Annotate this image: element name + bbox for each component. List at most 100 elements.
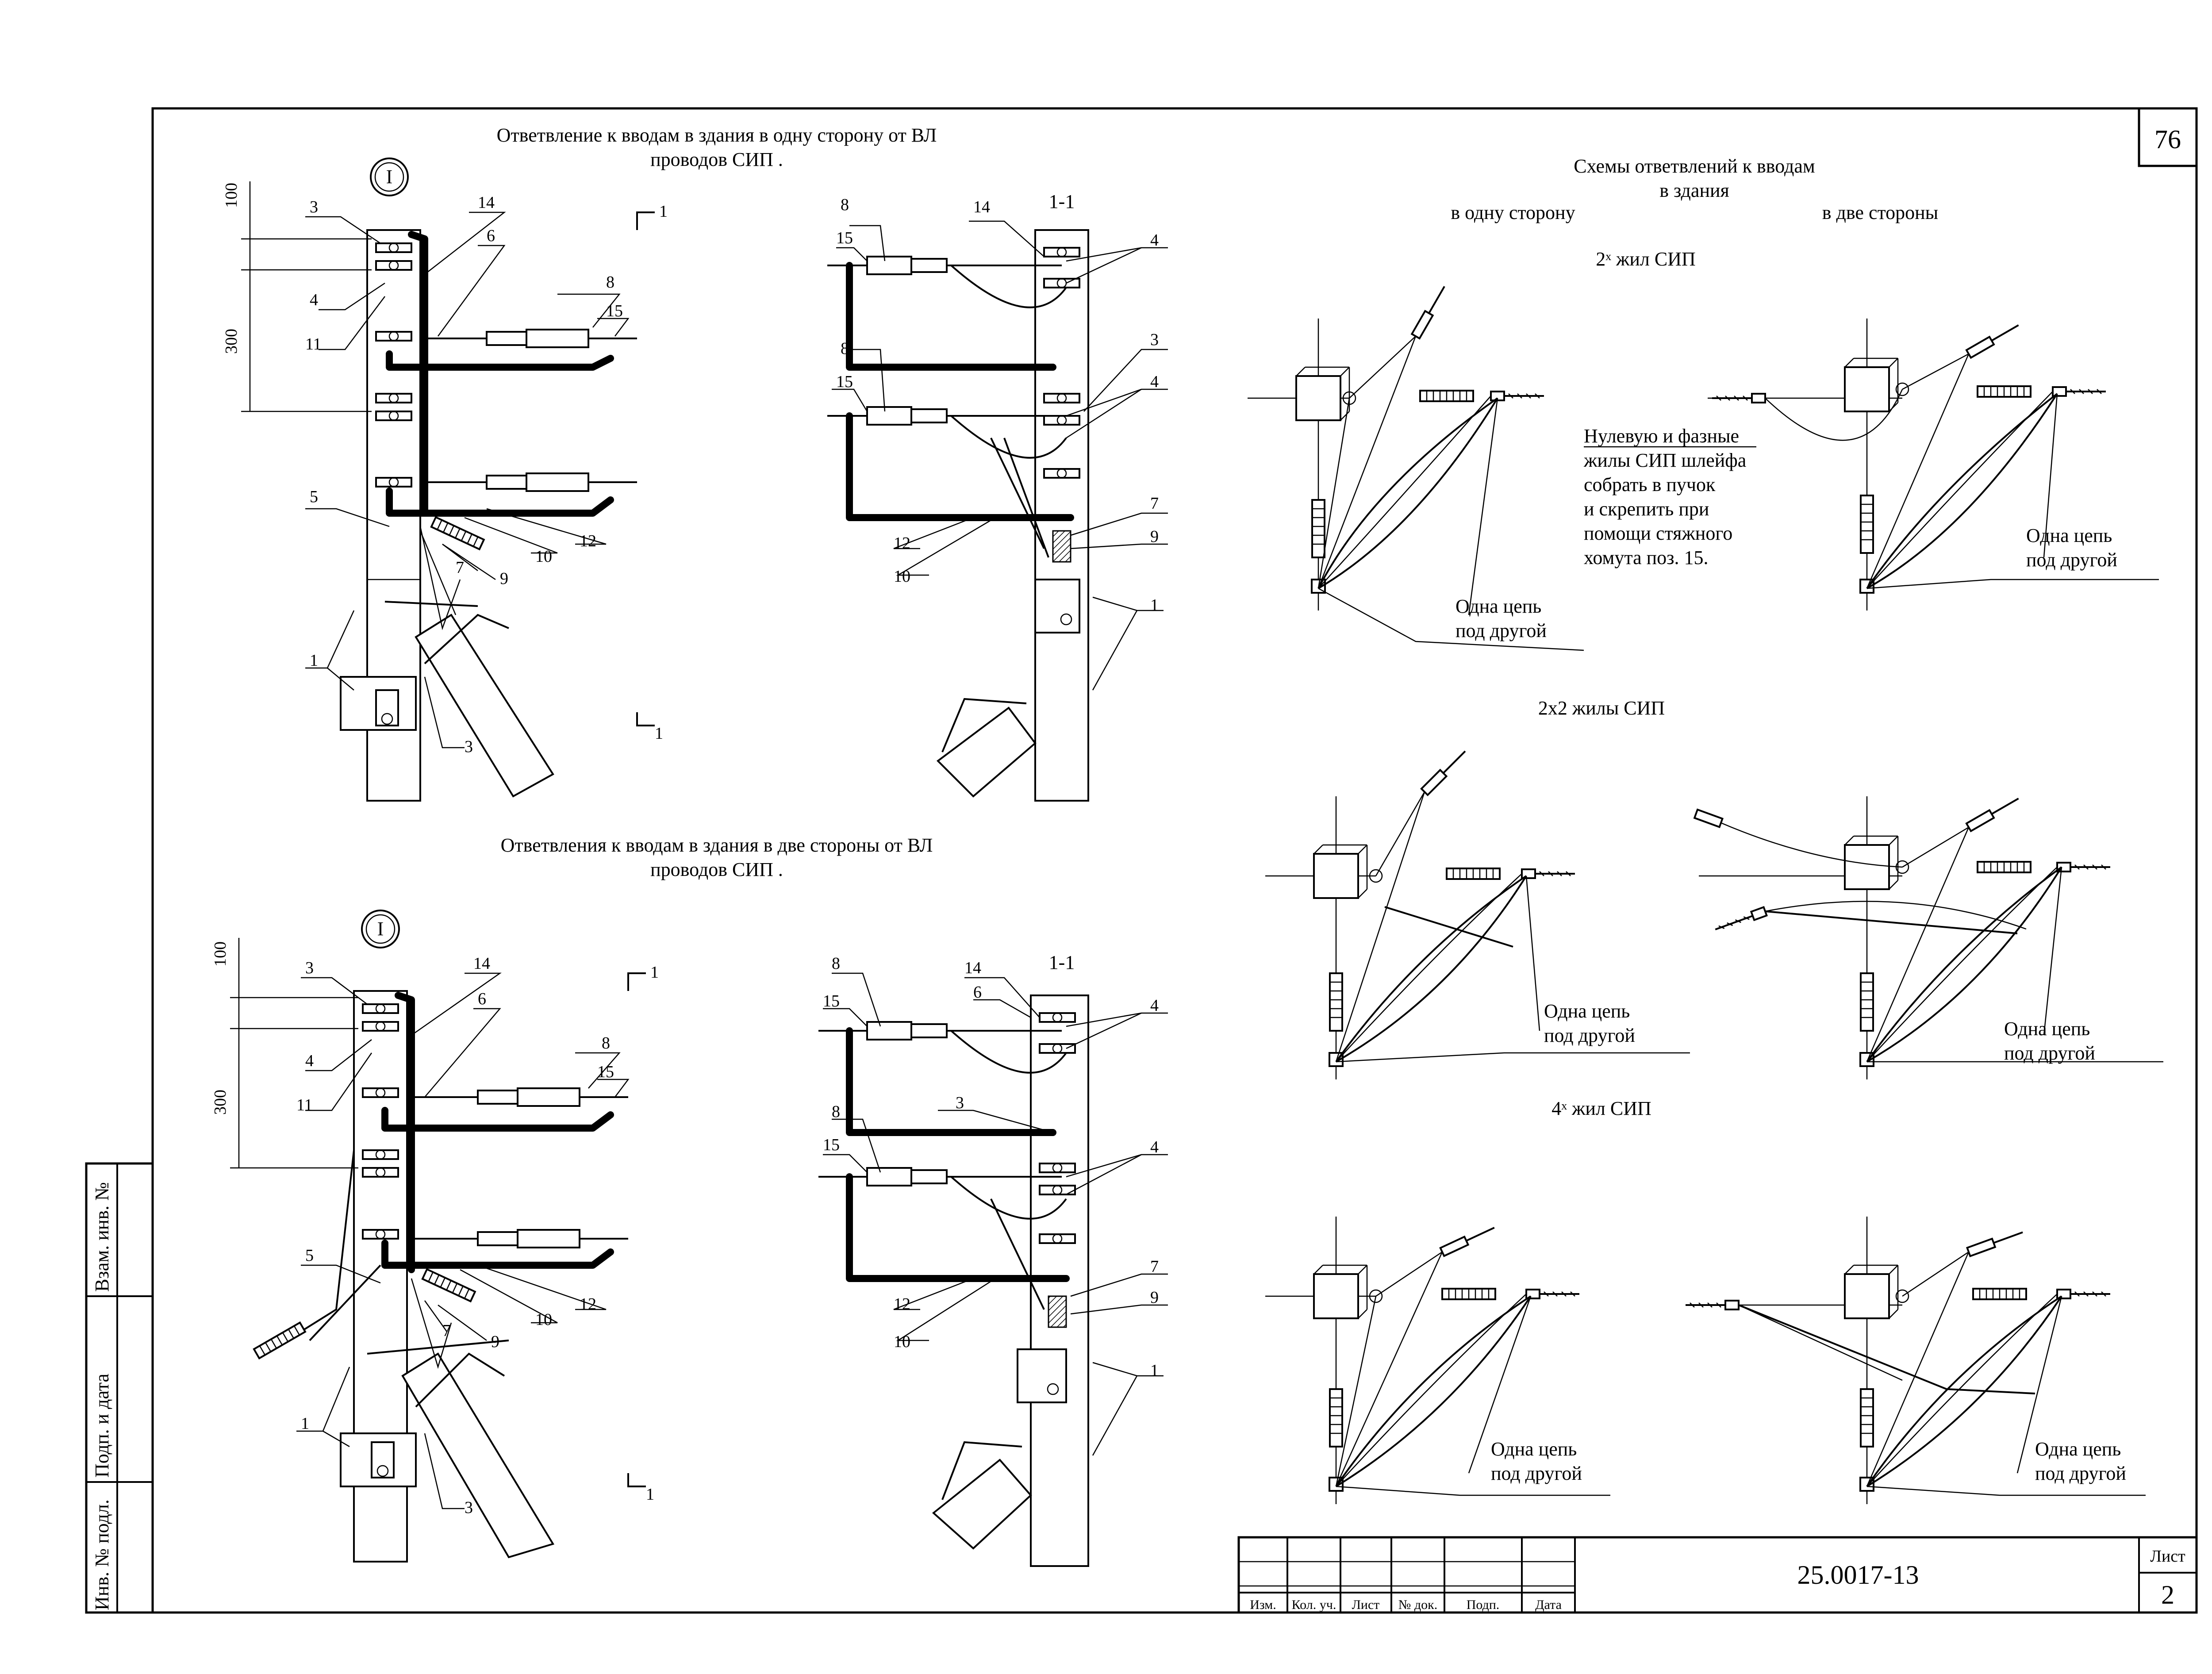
dim-300-top: 300 (222, 329, 241, 354)
section-label-bottom: 1-1 (1049, 952, 1075, 973)
scheme-4-cores-one-side: Одна цепь под другой (1265, 1217, 1610, 1504)
dim-100-bottom: 100 (211, 941, 230, 967)
dim-100-top: 100 (222, 183, 241, 208)
pole-one-side-section: 1-1 (827, 191, 1168, 802)
side-stamp-replace-inv: Взам. инв. № (91, 1182, 113, 1292)
pos-1-c: 1 (301, 1414, 309, 1433)
pos-14-b: 14 (973, 198, 990, 216)
pos-10-d: 10 (894, 1332, 910, 1351)
side-stamp: Взам. инв. № Подп. и дата Инв. № подл. (85, 1162, 154, 1614)
pos-8-f: 8 (832, 1102, 840, 1121)
pole-two-side-front: 100 300 I 1 1 3 14 6 4 11 (211, 910, 659, 1563)
pos-3-f: 3 (956, 1094, 964, 1112)
scheme-2-cores-two-sides: Одна цепь под другой (1708, 319, 2159, 610)
column-two-sides: в две стороны (1822, 202, 1939, 223)
pos-15-a: 15 (606, 302, 623, 320)
pos-15-f: 15 (823, 1136, 840, 1154)
pole-one-side-front: 100 300 I 1 1 3 14 6 (222, 157, 668, 802)
scheme3-circuit-line2: под другой (1544, 1025, 1635, 1046)
note-line1: Нулевую и фазные (1584, 425, 1739, 447)
pos-8-a: 8 (606, 273, 614, 292)
pos-1-a: 1 (310, 651, 318, 670)
pos-10-a: 10 (535, 547, 552, 566)
scheme4-circuit-line1: Одна цепь (2004, 1018, 2090, 1040)
pos-9-d: 9 (1150, 1288, 1159, 1307)
pos-4-a: 4 (310, 291, 318, 309)
pos-8-c: 8 (841, 339, 849, 358)
scheme6-circuit-line2: под другой (2035, 1463, 2126, 1484)
pos-6-c: 6 (973, 983, 982, 1002)
pos-11-a: 11 (305, 335, 322, 353)
note-line5: помощи стяжного (1584, 522, 1732, 544)
note-line4: и скрепить при (1584, 498, 1709, 520)
pos-8-b: 8 (841, 196, 849, 214)
pos-14-d: 14 (964, 959, 981, 977)
scheme5-circuit-line1: Одна цепь (1491, 1438, 1577, 1460)
pos-12-c: 12 (580, 1295, 596, 1313)
column-one-side: в одну сторону (1451, 202, 1575, 223)
scheme5-circuit-line2: под другой (1491, 1463, 1582, 1484)
pos-7-a: 7 (456, 558, 464, 577)
cut-mark-bottom-b: 1 (646, 1485, 654, 1504)
detail-mark-bottom: I (377, 918, 384, 940)
scheme4-circuit-line2: под другой (2004, 1042, 2095, 1064)
pos-4-f: 4 (1150, 1138, 1159, 1156)
pos-9-c: 9 (491, 1332, 499, 1351)
row-2-cores: 2ˣ жил СИП (1596, 248, 1696, 270)
note-line2: жилы СИП шлейфа (1583, 449, 1746, 471)
pos-10-c: 10 (535, 1310, 552, 1329)
pos-9-a: 9 (500, 569, 508, 588)
stamp-col-sign: Подп. (1467, 1597, 1500, 1612)
stamp-col-doc: № док. (1398, 1597, 1437, 1612)
pos-3-b: 3 (465, 737, 473, 756)
pos-4-c: 4 (1150, 372, 1159, 391)
scheme1-circuit-line2: под другой (1455, 620, 1547, 641)
pos-14-a: 14 (478, 193, 495, 212)
detail-mark-top: I (386, 166, 393, 188)
pos-12-d: 12 (894, 1295, 910, 1313)
cut-mark-bottom-a: 1 (650, 963, 659, 982)
pos-15-e: 15 (823, 992, 840, 1010)
pos-8-d: 8 (602, 1034, 610, 1052)
side-stamp-sign-date: Подп. и дата (91, 1374, 113, 1478)
pos-4-b: 4 (1150, 231, 1159, 250)
title-two-side-line2: проводов СИП . (650, 859, 783, 880)
sheet-frame: 76 (151, 107, 2198, 1614)
pos-3-e: 3 (465, 1498, 473, 1517)
title-one-side-line2: проводов СИП . (650, 149, 783, 170)
pole-two-side-section: 1-1 (818, 952, 1168, 1567)
pos-1-b: 1 (1150, 596, 1159, 614)
cut-mark-top-b: 1 (655, 724, 663, 743)
pos-4-d: 4 (305, 1052, 314, 1070)
stamp-col-date: Дата (1535, 1597, 1562, 1612)
scheme-2x2-cores-two-sides: Одна цепь под другой (1693, 796, 2163, 1079)
row-2x2-cores: 2х2 жилы СИП (1538, 697, 1665, 719)
pos-14-c: 14 (473, 954, 490, 973)
pos-15-b: 15 (836, 229, 853, 247)
title-schemes-line1: Схемы ответвлений к вводам (1574, 155, 1815, 177)
scheme-2-cores-one-side: Одна цепь под другой (1248, 286, 1584, 651)
scheme2-circuit-line1: Одна цепь (2026, 525, 2112, 546)
pos-3-a: 3 (310, 198, 318, 216)
scheme-4-cores-two-sides: Одна цепь под другой (1685, 1217, 2146, 1504)
pos-5-a: 5 (310, 488, 318, 506)
pos-15-c: 15 (836, 372, 853, 391)
pos-7-c: 7 (442, 1321, 451, 1340)
title-two-side-line1: Ответвления к вводам в здания в две стор… (501, 834, 933, 856)
pos-10-b: 10 (894, 567, 910, 586)
pos-11-b: 11 (296, 1096, 313, 1114)
pos-3-c: 3 (1150, 330, 1159, 349)
pos-15-d: 15 (597, 1063, 614, 1081)
dim-300-bottom: 300 (211, 1090, 230, 1115)
sheet-number: 76 (2154, 125, 2181, 154)
note: Нулевую и фазные жилы СИП шлейфа собрать… (1583, 425, 1756, 568)
scheme2-circuit-line2: под другой (2026, 549, 2117, 571)
pos-4-e: 4 (1150, 996, 1159, 1015)
scheme1-circuit-line1: Одна цепь (1455, 595, 1541, 617)
row-4-cores: 4ˣ жил СИП (1551, 1098, 1651, 1119)
pos-9-b: 9 (1150, 527, 1159, 546)
section-label-top: 1-1 (1049, 191, 1075, 212)
pos-6-b: 6 (478, 990, 486, 1008)
title-block: Изм. Кол. уч. Лист № док. Подп. Дата 25.… (1237, 1536, 2198, 1614)
